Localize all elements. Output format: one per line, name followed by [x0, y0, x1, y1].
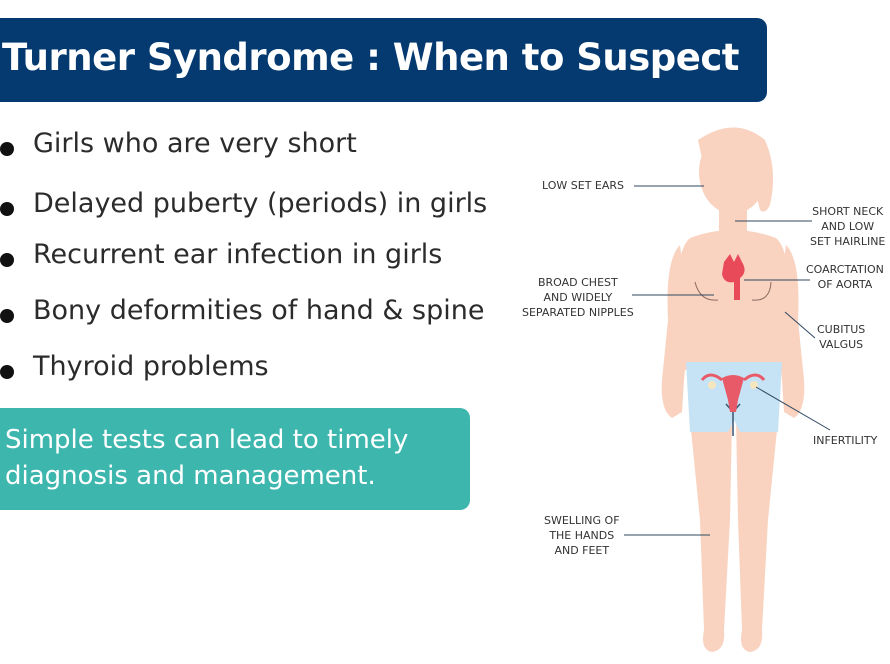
- uterus-icon: [700, 373, 766, 412]
- bullet-icon: [0, 253, 14, 267]
- heart-aorta-icon: [722, 254, 745, 300]
- callout-text: Simple tests can lead to timely diagnosi…: [5, 425, 409, 491]
- leader-lines: [624, 185, 831, 536]
- label-infertility: INFERTILITY: [813, 434, 878, 447]
- bullet-icon: [0, 142, 14, 156]
- page-title: Turner Syndrome : When to Suspect: [2, 36, 739, 79]
- label-low-set-ears: LOW SET EARS: [542, 179, 625, 192]
- bullet-icon: [0, 202, 14, 216]
- bullet-icon: [0, 309, 14, 323]
- callout-box: Simple tests can lead to timely diagnosi…: [0, 408, 470, 510]
- title-banner: Turner Syndrome : When to Suspect: [0, 18, 767, 102]
- bullet-icon: [0, 365, 14, 379]
